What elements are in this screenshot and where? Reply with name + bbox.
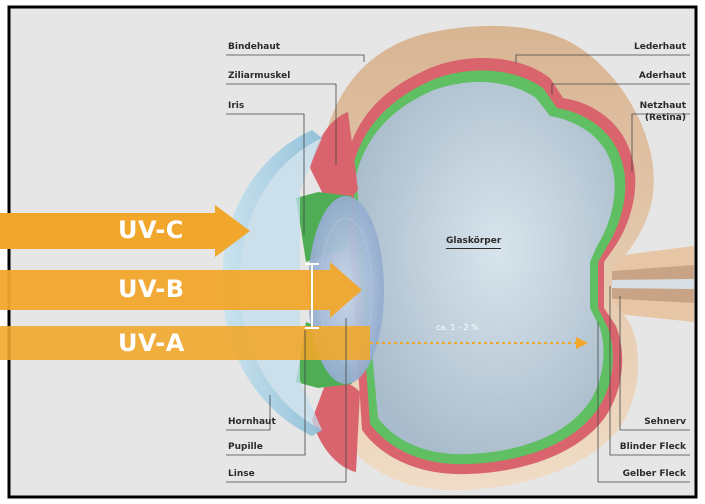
label-aderhaut: Aderhaut <box>639 71 686 82</box>
label-hornhaut: Hornhaut <box>228 417 276 428</box>
label-sehnerv: Sehnerv <box>644 417 686 428</box>
label-gelber-fleck: Gelber Fleck <box>623 469 686 480</box>
vitreous-body <box>356 82 615 454</box>
label-transmission: ca. 1 - 2 % <box>436 323 479 332</box>
label-bindehaut: Bindehaut <box>228 42 280 53</box>
label-pupille: Pupille <box>228 442 263 453</box>
label-glaskoerper: Glaskörper <box>446 236 501 249</box>
uv-b-label: UV-B <box>118 275 185 303</box>
uv-a-label: UV-A <box>118 329 185 357</box>
uv-c-label: UV-C <box>118 216 184 244</box>
label-blinder-fleck: Blinder Fleck <box>620 442 686 453</box>
label-iris: Iris <box>228 101 244 112</box>
label-netzhaut: Netzhaut <box>640 101 686 112</box>
label-retina: (Retina) <box>645 113 686 124</box>
label-lederhaut: Lederhaut <box>634 42 686 53</box>
label-ziliarmuskel: Ziliarmuskel <box>228 71 290 82</box>
label-linse: Linse <box>228 469 255 480</box>
